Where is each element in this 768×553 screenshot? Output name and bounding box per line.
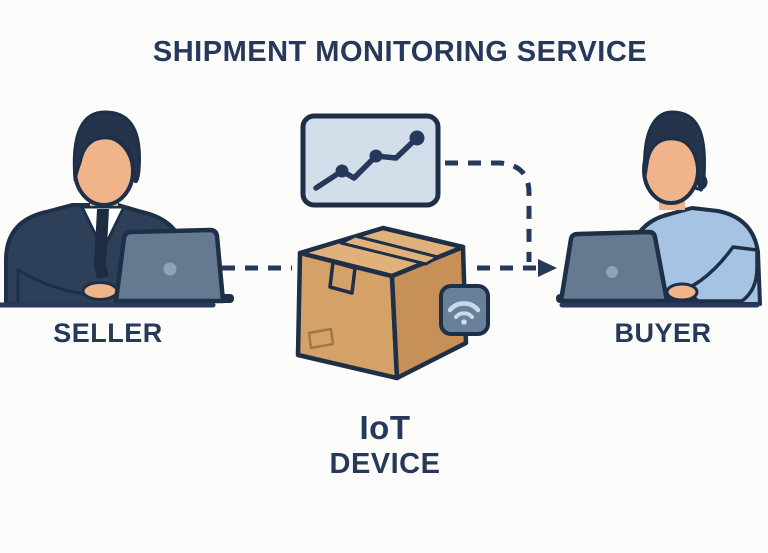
buyer-hand	[665, 282, 699, 302]
seller-figure	[0, 110, 234, 308]
trend-point	[369, 149, 383, 163]
seller-laptop-logo	[163, 262, 177, 276]
trend-point	[409, 130, 425, 146]
trend-chart-icon	[300, 113, 441, 208]
buyer-laptop-logo	[606, 266, 618, 278]
page-title: SHIPMENT MONITORING SERVICE	[152, 36, 648, 68]
box-tape-strip	[339, 234, 440, 266]
flow-arrow-icon	[538, 259, 557, 277]
iot-device-label-line2: DEVICE	[329, 448, 441, 481]
seller-tie	[94, 209, 109, 279]
trend-point	[335, 164, 349, 178]
wifi-icon	[447, 301, 481, 325]
seller-label: SELLER	[53, 318, 163, 348]
box-tape-flap	[328, 260, 357, 295]
buyer-label: BUYER	[614, 318, 712, 348]
connector-chart-to-buyer	[445, 160, 532, 262]
iot-sensor	[439, 284, 490, 336]
iot-device-label-line1: IoT	[359, 409, 411, 446]
seller-hair	[72, 110, 141, 184]
buyer-hair	[643, 110, 707, 192]
box-shipping-label	[307, 327, 335, 350]
iot-device-label: IoT DEVICE	[285, 409, 485, 483]
seller-hand	[81, 281, 119, 301]
buyer-figure	[556, 110, 762, 308]
package-box-icon	[295, 225, 490, 381]
sensor-body	[439, 284, 490, 336]
